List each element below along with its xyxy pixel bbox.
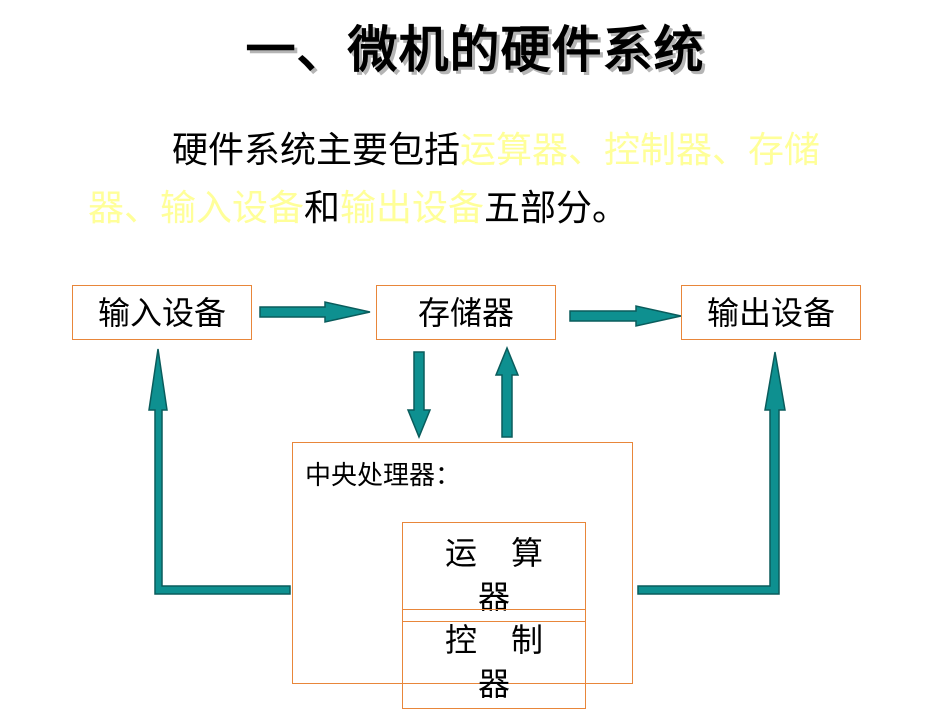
alu-label-line1: 运算	[444, 534, 577, 572]
intro-text-before: 硬件系统主要包括	[172, 130, 461, 171]
control-unit-label-line2: 器	[477, 665, 510, 703]
cpu-box: 中央处理器：	[292, 442, 633, 684]
intro-text-and: 和	[304, 188, 341, 229]
arrow-cpu-to-output	[637, 351, 786, 595]
control-unit-label-line1: 控制	[444, 621, 577, 659]
intro-highlight-components: 运算器、控制器、存储器、输入设备	[88, 130, 821, 229]
arrow-cpu-to-input	[148, 348, 291, 595]
arrow-cpu-to-memory	[494, 346, 520, 438]
input-device-box: 输入设备	[72, 285, 252, 340]
intro-text-after: 五部分。	[484, 188, 629, 229]
intro-highlight-output: 输出设备	[340, 188, 485, 229]
alu-box: 运算 器	[402, 522, 586, 622]
control-unit-box: 控制 器	[402, 609, 586, 709]
arrow-memory-to-cpu	[406, 351, 432, 439]
arrow-memory-to-output	[569, 305, 682, 327]
intro-paragraph: 硬件系统主要包括运算器、控制器、存储器、输入设备和输出设备五部分。	[88, 122, 878, 238]
output-device-box: 输出设备	[681, 285, 861, 340]
memory-box: 存储器	[376, 285, 556, 340]
arrow-input-to-memory	[259, 301, 371, 323]
slide-title: 一、微机的硬件系统	[245, 21, 705, 79]
cpu-label: 中央处理器：	[305, 461, 462, 491]
